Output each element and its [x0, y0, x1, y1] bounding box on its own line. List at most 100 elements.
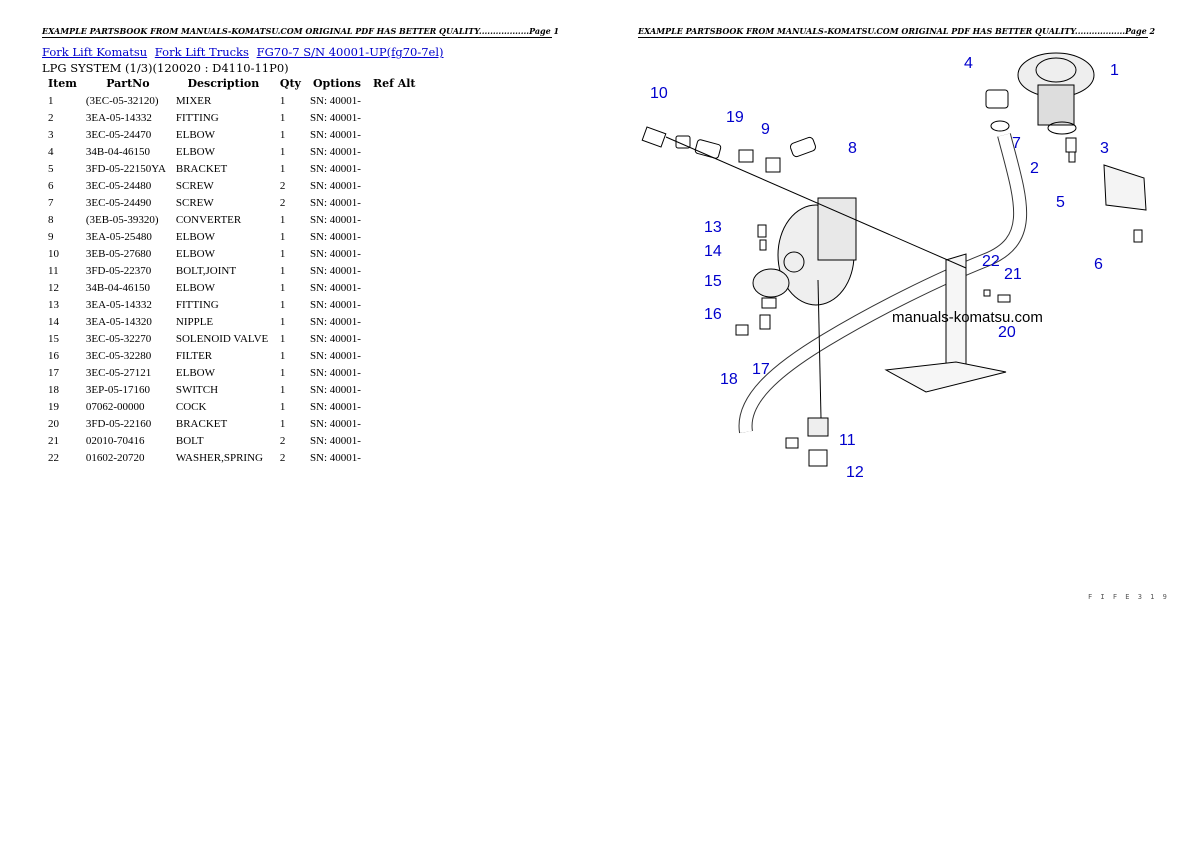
cell-options: SN: 40001-	[309, 94, 361, 107]
callout-4: 4	[964, 55, 973, 72]
cell-ref-alt	[367, 415, 422, 432]
cell-item: 17	[48, 366, 59, 379]
cell-qty: 1	[279, 128, 286, 141]
callout-14: 14	[704, 243, 722, 260]
cell-options: SN: 40001-	[309, 417, 361, 430]
parts-table: Item PartNo Description Qty Options Ref …	[42, 76, 422, 466]
cell-qty: 2	[279, 179, 286, 192]
callout-16: 16	[704, 306, 722, 323]
cell-description: SOLENOID VALVE	[175, 332, 269, 345]
callout-6: 6	[1094, 256, 1103, 273]
cell-ref-alt	[367, 177, 422, 194]
breadcrumb: Fork Lift Komatsu Fork Lift Trucks FG70-…	[42, 45, 448, 59]
cell-description: ELBOW	[175, 366, 215, 379]
cell-ref-alt	[367, 381, 422, 398]
callout-8: 8	[848, 140, 857, 157]
cell-qty: 1	[279, 162, 286, 175]
cell-ref-alt	[367, 347, 422, 364]
callout-17: 17	[752, 361, 770, 378]
cell-partno: 3EC-05-24470	[85, 128, 152, 141]
cell-description: BRACKET	[175, 162, 228, 175]
cell-options: SN: 40001-	[309, 332, 361, 345]
cell-options: SN: 40001-	[309, 230, 361, 243]
cell-description: BOLT	[175, 434, 204, 447]
cell-options: SN: 40001-	[309, 434, 361, 447]
cell-partno: 3EC-05-24480	[85, 179, 152, 192]
cell-qty: 1	[279, 383, 286, 396]
cell-partno: 3EP-05-17160	[85, 383, 151, 396]
cell-qty: 2	[279, 196, 286, 209]
callout-18: 18	[720, 371, 738, 388]
cell-qty: 1	[279, 349, 286, 362]
table-header-row: Item PartNo Description Qty Options Ref …	[42, 76, 422, 92]
callout-20: 20	[998, 324, 1016, 341]
cell-partno: (3EC-05-32120)	[85, 94, 159, 107]
breadcrumb-link-fork-lift-trucks[interactable]: Fork Lift Trucks	[154, 45, 249, 59]
parts-diagram: 1 2 3 4 5 6 7 8 9 10 11 12 13 14 15 16 1…	[641, 52, 1147, 481]
cell-ref-alt	[367, 432, 422, 449]
page-1-header: EXAMPLE PARTSBOOK FROM MANUALS-KOMATSU.C…	[42, 26, 560, 38]
cell-description: SCREW	[175, 196, 214, 209]
breadcrumb-link-fork-lift-komatsu[interactable]: Fork Lift Komatsu	[42, 45, 148, 59]
cell-item: 13	[48, 298, 59, 311]
cell-item: 16	[48, 349, 59, 362]
table-row: 3 3EC-05-24470 ELBOW 1 SN: 40001-	[42, 126, 422, 143]
cell-item: 3	[48, 128, 54, 141]
callout-5: 5	[1056, 194, 1065, 211]
cell-ref-alt	[367, 449, 422, 466]
cell-description: BOLT,JOINT	[175, 264, 237, 277]
solenoid-valve-drawing	[752, 268, 790, 298]
watermark-text: manuals-komatsu.com	[892, 309, 1043, 326]
cell-options: SN: 40001-	[309, 128, 361, 141]
cell-description: ELBOW	[175, 281, 215, 294]
cell-qty: 1	[279, 315, 286, 328]
cell-partno: 34B-04-46150	[85, 145, 151, 158]
cell-options: SN: 40001-	[309, 298, 361, 311]
cell-options: SN: 40001-	[309, 111, 361, 124]
cell-ref-alt	[367, 364, 422, 381]
cell-qty: 2	[279, 434, 286, 447]
cell-description: ELBOW	[175, 128, 215, 141]
cell-item: 9	[48, 230, 54, 243]
callout-1: 1	[1110, 62, 1119, 79]
cell-options: SN: 40001-	[309, 383, 361, 396]
callout-12: 12	[846, 464, 864, 481]
cell-item: 22	[48, 451, 59, 464]
callout-3: 3	[1100, 140, 1109, 157]
column-header-ref-alt: Ref Alt	[373, 77, 416, 90]
cell-item: 8	[48, 213, 54, 226]
column-header-description: Description	[187, 77, 260, 90]
cell-item: 1	[48, 94, 54, 107]
cell-item: 2	[48, 111, 54, 124]
cell-ref-alt	[367, 330, 422, 347]
column-header-options: Options	[312, 77, 361, 90]
cell-options: SN: 40001-	[309, 451, 361, 464]
cell-description: NIPPLE	[175, 315, 214, 328]
cell-qty: 1	[279, 94, 286, 107]
breadcrumb-link-model[interactable]: FG70-7 S/N 40001-UP(fg70-7el)	[256, 45, 444, 59]
cell-item: 15	[48, 332, 59, 345]
cell-ref-alt	[367, 228, 422, 245]
cell-ref-alt	[367, 279, 422, 296]
callout-10: 10	[650, 85, 668, 102]
cell-description: BRACKET	[175, 417, 228, 430]
cell-partno: 3EC-05-32280	[85, 349, 152, 362]
cell-partno: 01602-20720	[85, 451, 145, 464]
cell-partno: 3EA-05-14332	[85, 298, 152, 311]
elbow-4-drawing	[985, 89, 1009, 109]
cell-item: 19	[48, 400, 59, 413]
cell-options: SN: 40001-	[309, 264, 361, 277]
callout-21: 21	[1004, 266, 1022, 283]
